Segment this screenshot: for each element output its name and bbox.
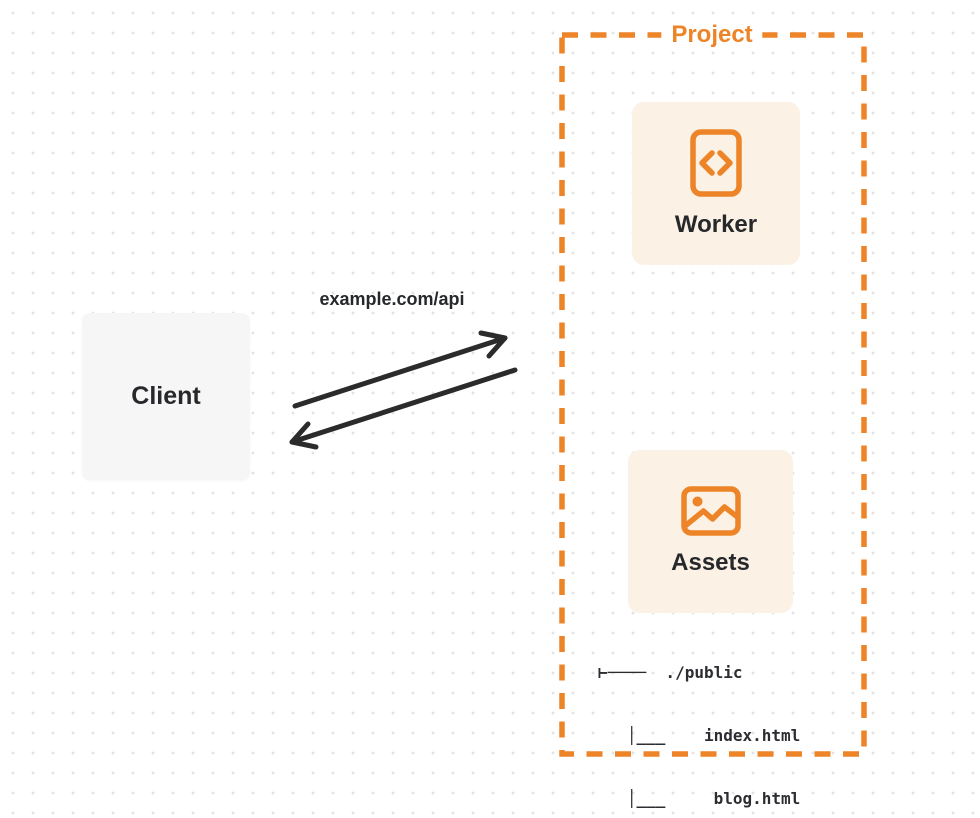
assets-label: Assets (671, 549, 750, 576)
assets-node: Assets (628, 450, 793, 613)
file-tree: ⊢──── ./public │___ index.html │___ blog… (598, 620, 800, 818)
client-label: Client (131, 382, 201, 410)
worker-label: Worker (674, 210, 758, 238)
client-node: Client (82, 313, 250, 480)
tree-line-blog: │___ blog.html (598, 789, 801, 808)
request-arrow (292, 330, 508, 409)
response-arrow (289, 367, 518, 450)
image-icon (680, 486, 741, 536)
code-file-icon (690, 128, 742, 197)
worker-node: Worker (632, 102, 800, 265)
tree-line-public: ⊢──── ./public (598, 663, 743, 682)
request-url-label: example.com/api (319, 289, 465, 309)
project-label: Project (661, 21, 763, 49)
tree-line-index: │___ index.html (598, 726, 801, 745)
